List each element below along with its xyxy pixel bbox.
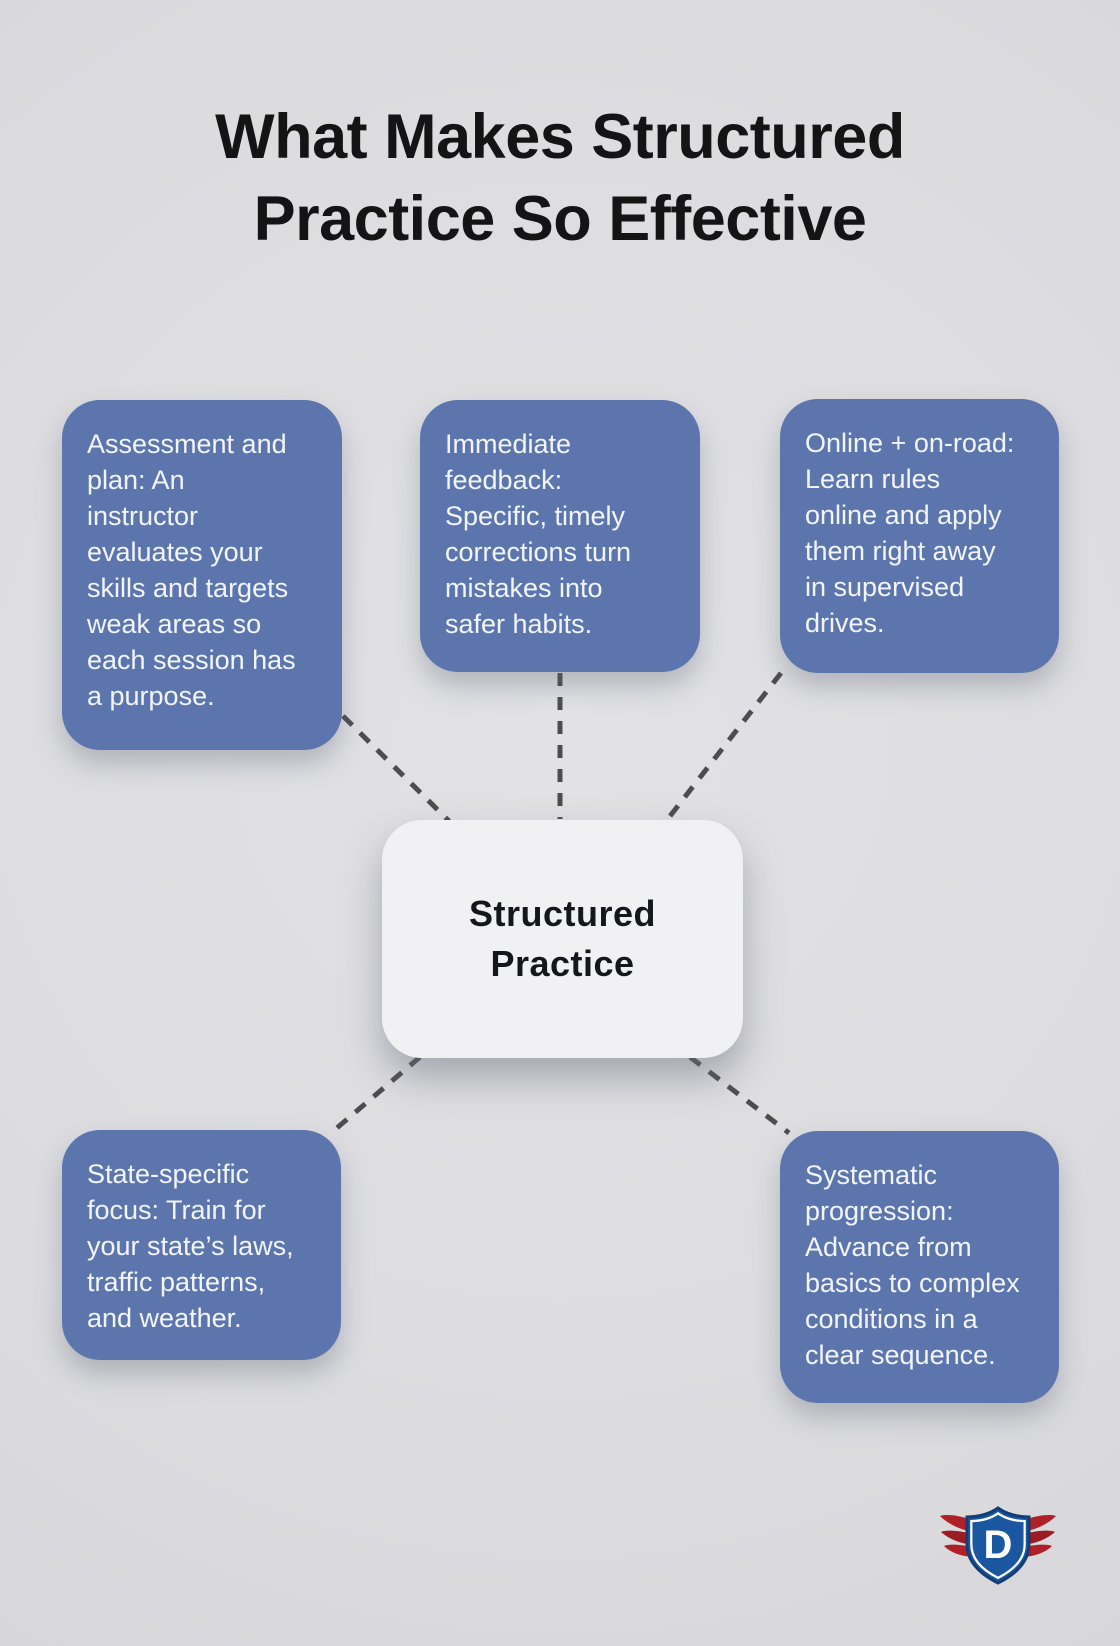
left-wing-icon [940, 1515, 972, 1557]
card-text: Online + on-road: Learn rules online and… [805, 428, 1015, 638]
connector-line [329, 1055, 422, 1135]
connector-line [688, 1055, 791, 1135]
shield-icon [965, 1506, 1031, 1585]
card-text: Assessment and plan: An instructor evalu… [87, 429, 296, 711]
connector-line [341, 714, 451, 823]
central-node-structured-practice: Structured Practice [382, 820, 743, 1058]
card-online-plus-on-road: Online + on-road: Learn rules online and… [780, 399, 1059, 673]
page-title: What Makes Structured Practice So Effect… [215, 102, 905, 254]
shield-d-wings-logo-icon: D [940, 1506, 1056, 1585]
card-text: Immediate feedback: Specific, timely cor… [445, 429, 632, 639]
connector-line [665, 671, 783, 822]
right-wing-icon [1024, 1515, 1056, 1557]
card-assessment-and-plan: Assessment and plan: An instructor evalu… [62, 400, 342, 750]
card-state-specific-focus: State-specific focus: Train for your sta… [62, 1130, 341, 1360]
card-text: State-specific focus: Train for your sta… [87, 1159, 294, 1333]
card-immediate-feedback: Immediate feedback: Specific, timely cor… [420, 400, 700, 672]
card-text: Systematic progression: Advance from bas… [805, 1160, 1020, 1370]
card-systematic-progression: Systematic progression: Advance from bas… [780, 1131, 1059, 1403]
central-node-label: Structured Practice [468, 893, 657, 984]
logo-letter: D [984, 1523, 1013, 1567]
